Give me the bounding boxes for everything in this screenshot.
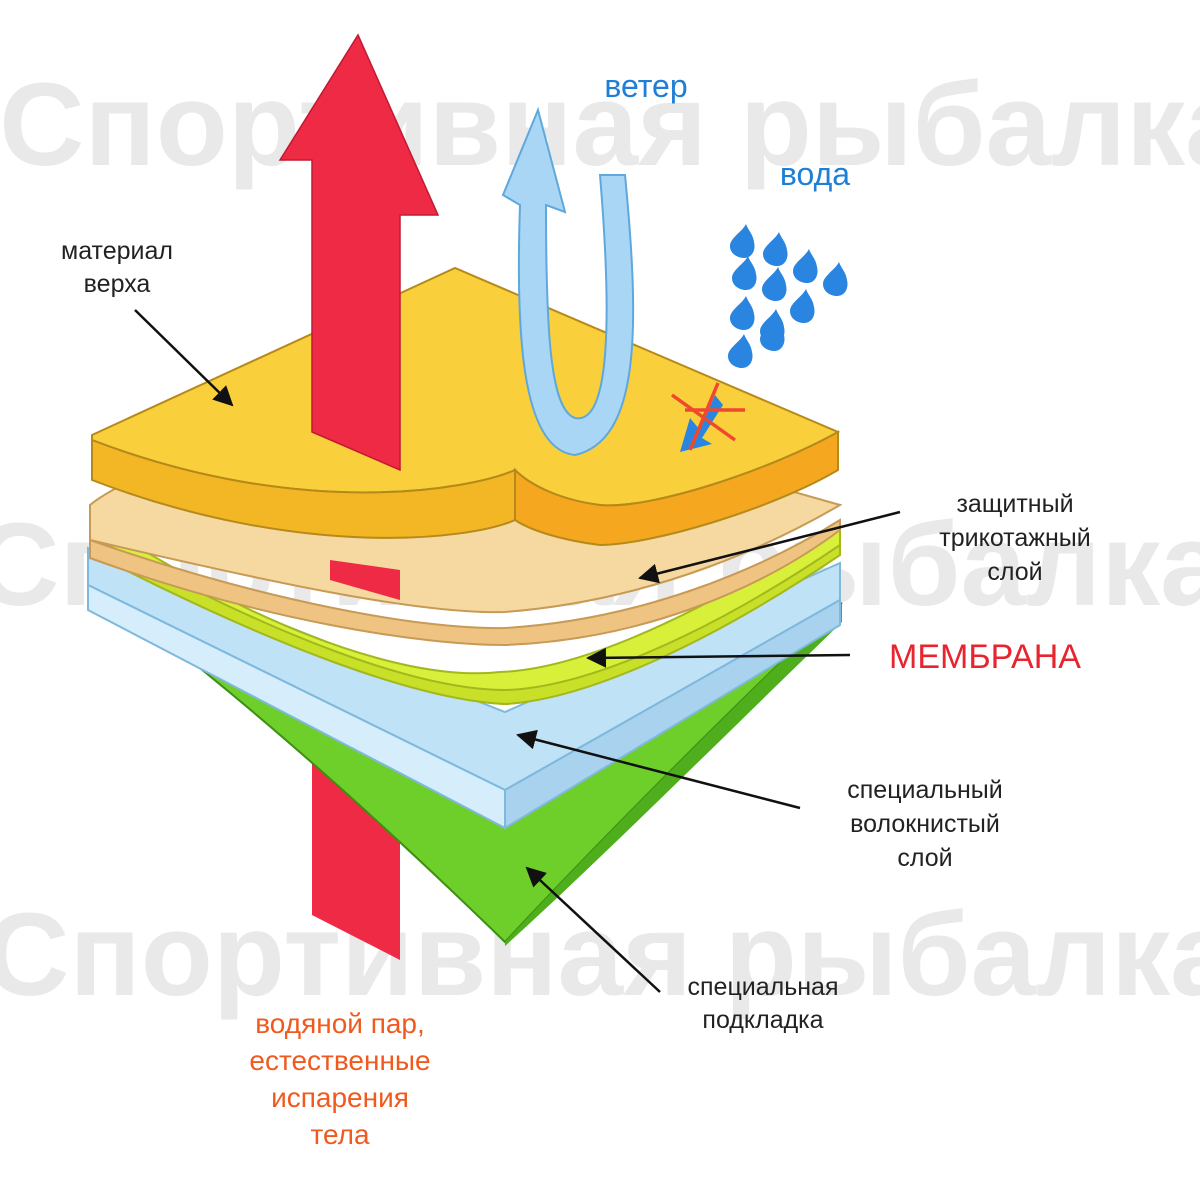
label-vapor-3: испарения [271,1082,409,1113]
water-drop-icon [793,249,818,283]
vapor-arrow-middle [330,560,400,600]
labels: ветер вода материал верха защитный трико… [61,68,1091,1150]
label-top-material-2: верха [84,270,151,298]
label-lining-1: специальная [688,973,839,1001]
label-vapor-1: водяной пар, [255,1008,425,1039]
water-drop-icon [790,289,815,323]
label-vapor-2: естественные [249,1045,430,1076]
water-drops [728,224,848,368]
water-drop-icon [760,317,785,351]
water-drop-icon [762,267,787,301]
watermark-text-3: Спортивная рыбалка [0,889,1200,1021]
water-drop-icon [763,232,788,266]
crossed-arrow-icon [670,382,745,452]
label-knit-1: защитный [956,490,1073,518]
leader-knit-layer [638,510,901,584]
top-material-layer [91,266,841,547]
water-drop-icon [823,262,848,296]
leader-lining [525,866,661,993]
wind-arrow [501,106,635,457]
label-water: вода [780,156,850,192]
label-knit-3: слой [987,558,1042,586]
label-top-material-1: материал [61,237,173,265]
vapor-arrow-upper [278,33,440,472]
label-fiber-1: специальный [847,776,1002,804]
membrane-layer [89,518,841,706]
leader-fiber-layer [516,729,801,810]
label-fiber-3: слой [897,844,952,872]
label-lining-2: подкладка [702,1006,823,1034]
leader-top-material [134,309,234,407]
label-knit-2: трикотажный [939,524,1090,552]
leader-membrane [586,647,851,668]
water-drop-icon [728,334,753,368]
label-fiber-2: волокнистый [850,810,1000,838]
water-drop-icon [732,256,757,290]
label-vapor-4: тела [310,1119,369,1150]
label-membrane: МЕМБРАНА [889,638,1081,676]
watermark-text-1: Спортивная рыбалка [0,59,1200,191]
water-drop-icon [730,296,755,330]
water-drop-icon [730,224,755,258]
label-wind: ветер [604,68,687,104]
leader-lines [134,309,901,993]
